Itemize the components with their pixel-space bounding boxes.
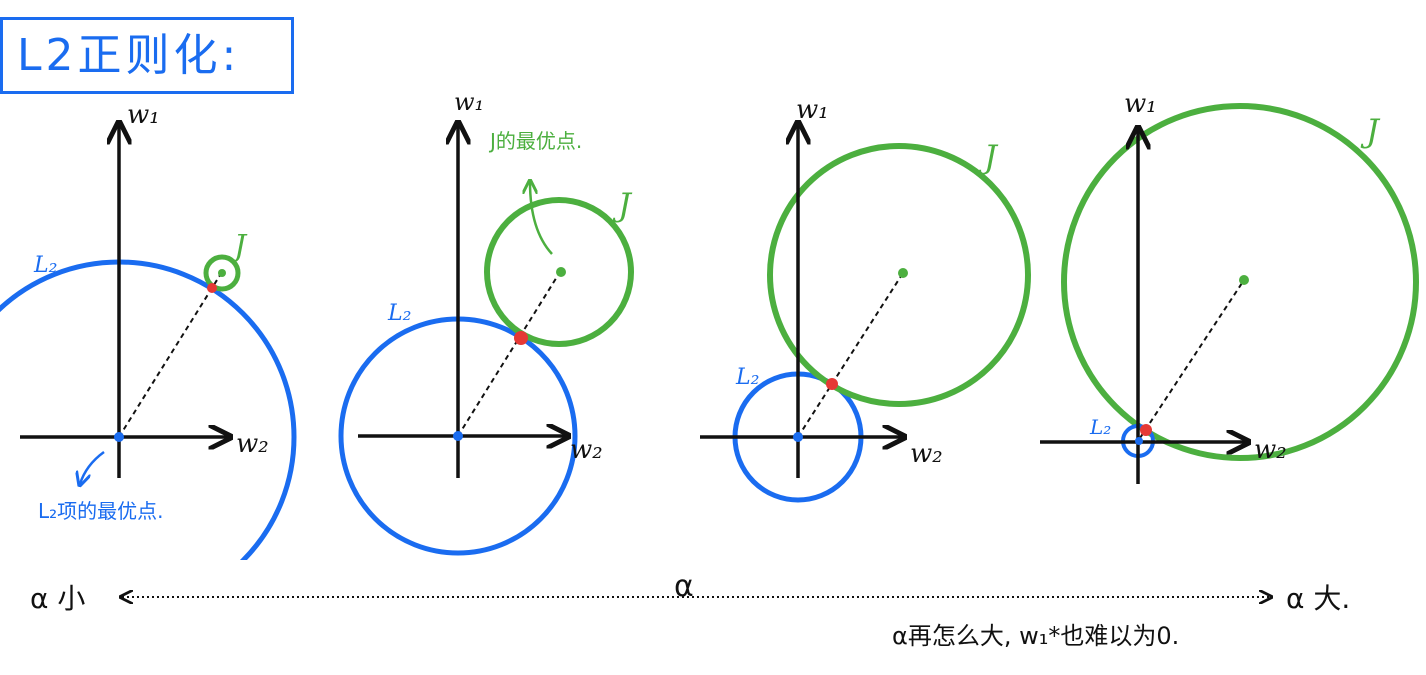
j-center <box>1239 275 1249 285</box>
alpha-small-label: α 小 <box>30 582 85 615</box>
alpha-large-label: α 大. <box>1286 582 1350 615</box>
panel-2: w₁ w₂ L₂ J J的最优点. <box>338 88 634 556</box>
w2-label: w₂ <box>236 429 269 459</box>
alpha-scale: α 小 α α 大. α再怎么大, w₁*也难以为0. <box>30 569 1350 650</box>
page-title: L2正则化: <box>0 17 294 94</box>
l2-optimum-arrow <box>80 450 105 484</box>
l2-label: L₂ <box>387 301 411 326</box>
j-optimum-note: J的最优点. <box>488 129 582 153</box>
dashed-line <box>118 271 223 438</box>
l2-optimum-note: L₂项的最优点. <box>38 499 164 523</box>
tangent-point <box>207 283 217 293</box>
j-label: J <box>1360 112 1381 150</box>
j-optimum-arrow <box>530 182 553 255</box>
l2-label: L₂ <box>33 253 57 278</box>
j-center <box>898 268 908 278</box>
bottom-note: α再怎么大, w₁*也难以为0. <box>892 622 1179 650</box>
l2-center <box>453 431 463 441</box>
w1-label: w₁ <box>454 88 484 116</box>
panel-3: w₁ w₂ L₂ J <box>700 95 1031 503</box>
w2-label: w₂ <box>1254 435 1287 465</box>
alpha-center-label: α <box>674 569 694 604</box>
l2-center <box>114 432 124 442</box>
l2-center <box>1135 437 1143 445</box>
panel-1: w₁ w₂ L₂ J L₂项的最优点. <box>0 100 297 560</box>
tangent-point <box>826 378 838 390</box>
j-circle <box>767 143 1031 407</box>
dashed-line <box>797 272 904 438</box>
w1-label: w₁ <box>796 95 829 125</box>
j-label: J <box>978 138 999 176</box>
panel-4: w₁ w₂ L₂ J <box>1040 89 1419 484</box>
w2-label: w₂ <box>570 435 603 465</box>
j-circle <box>203 254 241 292</box>
l2-label: L₂ <box>1089 415 1111 439</box>
j-label: J <box>612 186 633 224</box>
dashed-line <box>1139 279 1245 439</box>
l2-label: L₂ <box>735 365 759 390</box>
w2-label: w₂ <box>910 439 943 469</box>
l2-center <box>793 432 803 442</box>
tangent-point <box>1140 424 1152 436</box>
j-circle <box>484 197 634 347</box>
w1-label: w₁ <box>127 100 160 130</box>
j-center <box>218 269 226 277</box>
j-circle <box>1061 103 1419 461</box>
j-center <box>556 267 566 277</box>
w1-label: w₁ <box>1124 89 1157 119</box>
tangent-point <box>514 331 528 345</box>
